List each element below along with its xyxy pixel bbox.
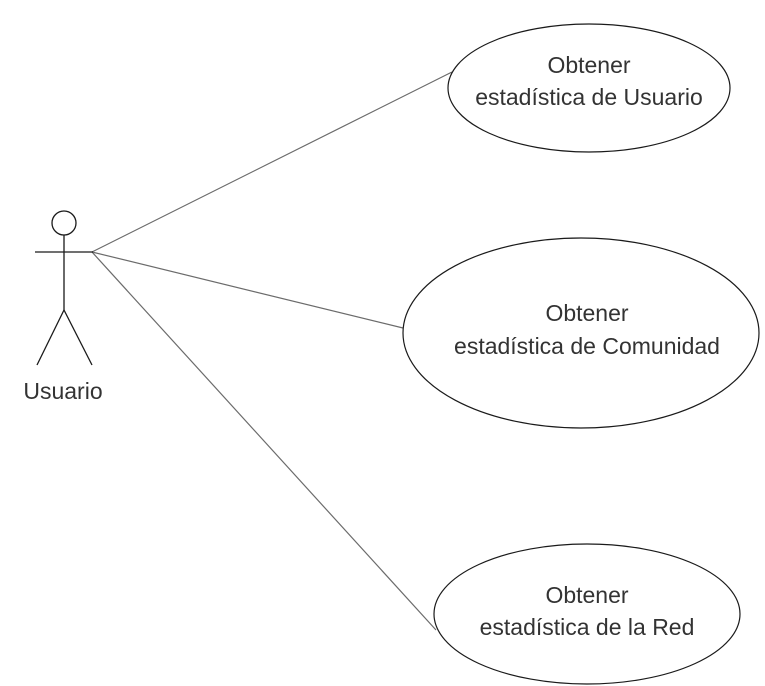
- use-case-red-stats[interactable]: Obtener estadística de la Red: [433, 543, 741, 685]
- actor-head-icon: [51, 210, 77, 236]
- use-case-ellipse: [402, 237, 760, 429]
- use-case-label-line2: estadística de Comunidad: [454, 333, 720, 359]
- use-case-label-line2: estadística de la Red: [480, 614, 695, 640]
- use-case-ellipse: [433, 543, 741, 685]
- association-line-red-stats: [91, 251, 437, 631]
- association-line-comunidad-stats: [91, 251, 404, 329]
- association-line-usuario-stats: [91, 71, 453, 253]
- actor-left-leg: [36, 309, 65, 366]
- use-case-usuario-stats[interactable]: Obtener estadística de Usuario: [447, 23, 731, 153]
- actor-usuario[interactable]: Usuario: [23, 210, 103, 404]
- use-case-comunidad-stats[interactable]: Obtener estadística de Comunidad: [402, 237, 760, 429]
- use-case-label-line1: Obtener: [545, 582, 628, 608]
- actor-label: Usuario: [23, 378, 102, 404]
- use-case-label-line2: estadística de Usuario: [475, 84, 703, 110]
- use-case-label-line1: Obtener: [545, 300, 628, 326]
- actor-right-leg: [63, 309, 93, 366]
- use-case-label-line1: Obtener: [547, 52, 630, 78]
- use-case-ellipse: [447, 23, 731, 153]
